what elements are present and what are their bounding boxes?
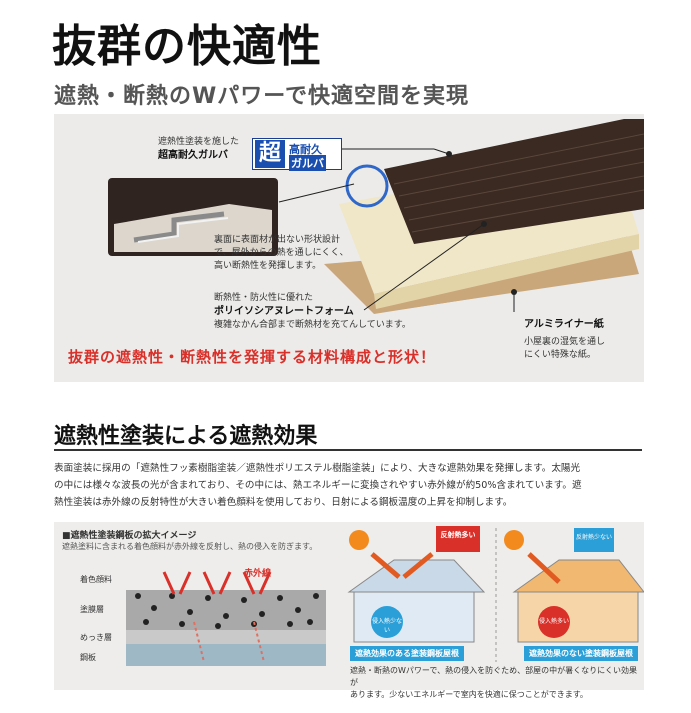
layer-label-pigment: 着色顔料 [80,575,112,584]
layer-label-coating: 塗膜層 [80,605,104,614]
house-b-caption: 遮熱効果のない塗装鋼板屋根 [524,646,638,661]
ir-label: 赤外線 [244,569,272,579]
section-body: 表面塗装に採用の「遮熱性フッ素樹脂塗装／遮熱性ポリエステル樹脂塗装」により、大き… [54,460,644,511]
galva-note: 遮熱性塗装を施した [158,137,240,147]
page-subtitle: 遮熱・断熱のWパワーで快適空間を実現 [54,84,469,109]
super-durable-badge: 超 高耐久 ガルバ [252,138,342,171]
house-a-caption: 遮熱効果のある塗装鋼板屋根 [350,646,464,661]
body-line-1: 表面塗装に採用の「遮熱性フッ素樹脂塗装／遮熱性ポリエステル樹脂塗装」により、大き… [54,463,581,474]
badge-top-text: 高耐久 [289,143,322,156]
house-b-bubble: 反射熱少ない [575,534,612,541]
foam-desc: 複雑なかん合部まで断熱材を充てんしています。 [214,320,411,330]
shape-text-2: で、屋外からの熱を通しにくく、 [214,248,349,258]
liner-desc-1: 小屋裏の湿気を通し [524,337,606,347]
foam-callout: 断熱性・防火性に優れた ポリイソシアヌレートフォーム 複雑なかん合部まで断熱材を… [214,292,411,332]
house-a-bubble: 反射熱多い [440,531,476,539]
badge-big-char: 超 [255,140,285,168]
liner-desc-2: にくい特殊な紙。 [524,350,596,360]
liner-callout: アルミライナー紙 小屋裏の湿気を通し にくい特殊な紙。 [524,318,605,362]
galva-name: 超高耐久ガルバ [158,150,228,161]
footnote-line-2: あります。少ないエネルギーで室内を快適に保つことができます。 [350,690,588,699]
shape-text-1: 裏面に表面材が出ない形状設計 [214,235,341,245]
shape-callout: 裏面に表面材が出ない形状設計 で、屋外からの熱を通しにくく、 高い断熱性を発揮し… [214,234,348,273]
red-headline: 抜群の遮熱性・断熱性を発揮する材料構成と形状！ [68,348,437,366]
heat-diagram-panel: ■遮熱性塗装鋼板の拡大イメージ 遮熱塗料に含まれる着色顔料が赤外線を反射し、熱の… [54,522,644,699]
foam-note: 断熱性・防火性に優れた [214,293,314,303]
material-panel: 遮熱性塗装を施した 超高耐久ガルバ 超 高耐久 ガルバ 裏面に表面材が出ない形状… [54,114,644,382]
layer-label-plating: めっき層 [80,633,112,642]
diagram-caption-desc: 遮熱塗料に含まれる着色顔料が赤外線を反射し、熱の侵入を防ぎます。 [62,542,318,551]
heat-diagram-illustration [126,526,644,666]
shape-text-3: 高い断熱性を発揮します。 [214,261,322,271]
body-line-2: の中には様々な波長の光が含まれており、その中には、熱エネルギーに変換されやすい赤… [54,480,582,491]
foam-name: ポリイソシアヌレートフォーム [214,306,354,317]
liner-name: アルミライナー紙 [524,319,604,330]
layer-label-steel: 鋼板 [80,653,96,662]
galva-callout: 遮熱性塗装を施した 超高耐久ガルバ [158,136,239,163]
badge-bottom-text: ガルバ [289,155,326,171]
body-line-3: 熱性塗装は赤外線の反射特性が大きい着色顔料を使用しており、日射による鋼板温度の上… [54,497,513,508]
footnote-line-1: 遮熱・断熱のWパワーで、熱の侵入を防ぐため、部屋の中が暑くなりにくい効果が [350,666,637,687]
section-divider [54,449,642,451]
diagram-caption-title: ■遮熱性塗装鋼板の拡大イメージ [62,531,197,541]
section-heading: 遮熱性塗装による遮熱効果 [54,424,318,449]
house-a-inner: 侵入熱少ない [372,618,403,634]
page-title: 抜群の快適性 [52,21,322,72]
diagram-footnote: 遮熱・断熱のWパワーで、熱の侵入を防ぐため、部屋の中が暑くなりにくい効果が あり… [350,665,640,701]
house-b-inner: 侵入熱多い [539,618,570,625]
roof-panel-illustration [108,119,644,314]
